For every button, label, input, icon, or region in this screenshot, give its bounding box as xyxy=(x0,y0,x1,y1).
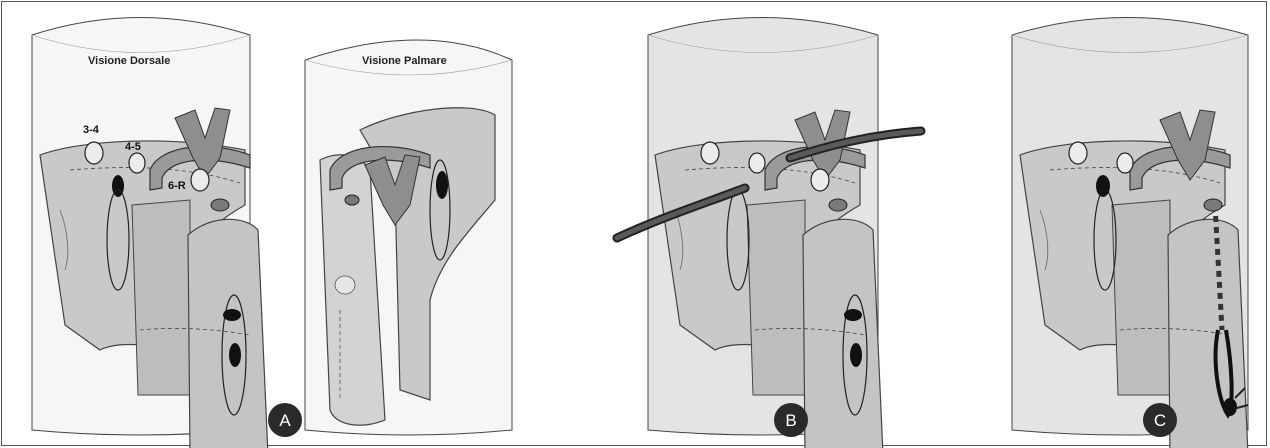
bone-end xyxy=(829,199,847,211)
badge-c: C xyxy=(1143,403,1177,437)
panel-a-dorsal: Visione Dorsale 3-4 4-5 6-R xyxy=(32,18,268,448)
black-marker xyxy=(1096,175,1110,197)
portal-6r-circle xyxy=(191,169,209,191)
black-marker xyxy=(844,309,862,321)
portal-3-4-circle xyxy=(85,142,103,164)
palmar-view-title: Visione Palmare xyxy=(362,55,447,67)
badge-a: A xyxy=(268,403,302,437)
portal-circle xyxy=(701,142,719,164)
portal-circle xyxy=(811,169,829,191)
portal-4-5-circle xyxy=(129,153,145,173)
portal-label-4-5: 4-5 xyxy=(125,141,141,153)
black-marker xyxy=(436,171,448,199)
portal-circle xyxy=(1117,153,1133,173)
bone-end xyxy=(345,195,359,205)
bone-end xyxy=(211,199,229,211)
portal-label-6-r: 6-R xyxy=(168,180,186,192)
portal-circle xyxy=(1069,142,1087,164)
dorsal-view-title: Visione Dorsale xyxy=(88,55,170,67)
badge-b: B xyxy=(774,403,808,437)
panel-c xyxy=(1012,18,1248,448)
badge-a-label: A xyxy=(279,411,291,430)
black-marker xyxy=(850,343,862,367)
badge-c-label: C xyxy=(1154,411,1166,430)
panel-b xyxy=(617,18,921,448)
black-marker xyxy=(229,343,241,367)
bone-end xyxy=(1204,199,1222,211)
portal-circle xyxy=(749,153,765,173)
black-marker xyxy=(1223,398,1237,416)
portal-label-3-4: 3-4 xyxy=(83,124,100,136)
panel-a-palmar: Visione Palmare xyxy=(305,40,512,435)
black-marker xyxy=(223,309,241,321)
badge-b-label: B xyxy=(785,411,796,430)
